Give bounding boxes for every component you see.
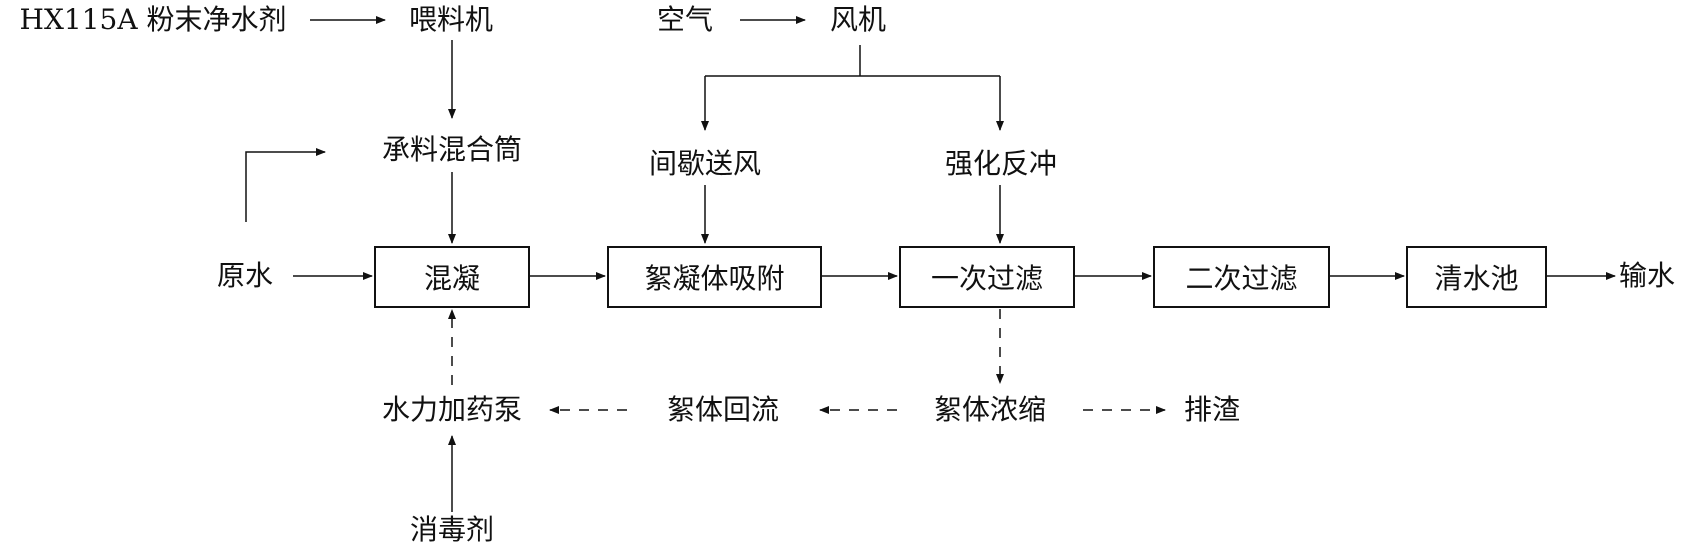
node-blower-label: 风机: [829, 3, 887, 36]
arrow-raw-water-to-mixing-drum: [245, 148, 326, 222]
process-box-clear-water-tank: 清水池: [1406, 246, 1547, 308]
node-water-delivery-label: 输水: [1618, 259, 1676, 292]
process-box-floc-adsorption: 絮凝体吸附: [607, 246, 822, 308]
node-air-label: 空气: [656, 3, 714, 36]
process-box-coagulation-label: 混凝: [423, 262, 480, 295]
node-disinfectant-label: 消毒剂: [409, 513, 495, 546]
node-floc-reflux-label: 絮体回流: [666, 393, 780, 426]
node-slag-discharge-label: 排渣: [1183, 393, 1241, 426]
node-enhanced-backwash-label: 强化反冲: [944, 147, 1058, 180]
node-mixing-drum-label: 承料混合筒: [381, 133, 523, 166]
node-hydraulic-dosing-pump-label: 水力加药泵: [381, 393, 523, 426]
process-box-secondary-filtration: 二次过滤: [1153, 246, 1330, 308]
process-box-floc-adsorption-label: 絮凝体吸附: [644, 262, 785, 295]
node-agent-label: HX115A 粉末净水剂: [19, 3, 287, 36]
node-feeder-label: 喂料机: [408, 3, 494, 36]
node-floc-thickening-label: 絮体浓缩: [933, 393, 1047, 426]
process-box-clear-water-tank-label: 清水池: [1434, 262, 1519, 295]
node-intermittent-air-label: 间歇送风: [648, 147, 762, 180]
process-box-coagulation: 混凝: [374, 246, 530, 308]
process-box-primary-filtration: 一次过滤: [899, 246, 1075, 308]
process-box-primary-filtration-label: 一次过滤: [930, 262, 1043, 295]
process-box-secondary-filtration-label: 二次过滤: [1185, 262, 1298, 295]
node-raw-water-label: 原水: [216, 259, 274, 292]
